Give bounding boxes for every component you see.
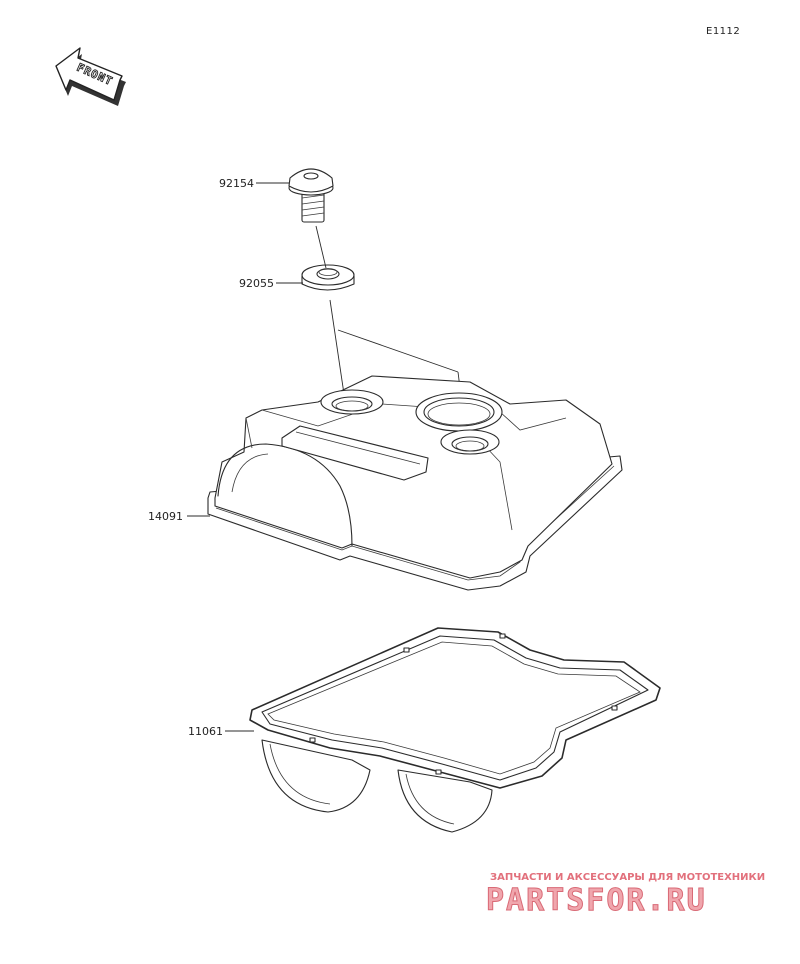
part-number-11061: 11061 [188,725,223,738]
watermark-logo: PARTSFOR.RU [486,883,707,918]
cover-drawing [207,375,623,591]
assembly-line-branch [337,329,459,373]
bolt-drawing [288,168,334,223]
diagram-code: E1112 [706,26,740,37]
assembly-line-bolt [315,225,327,269]
watermark-caption: ЗАПЧАСТИ И АКСЕССУАРЫ ДЛЯ МОТОТЕХНИКИ [490,872,765,883]
front-arrow-icon: FRONT [55,47,126,106]
assembly-line-washer [329,299,345,395]
part-number-14091: 14091 [148,510,183,523]
part-number-92154: 92154 [219,177,254,190]
gasket-drawing [249,627,661,833]
washer-drawing [301,264,355,291]
watermark: ЗАПЧАСТИ И АКСЕССУАРЫ ДЛЯ МОТОТЕХНИКИ PA… [486,872,766,919]
part-number-92055: 92055 [239,277,274,290]
